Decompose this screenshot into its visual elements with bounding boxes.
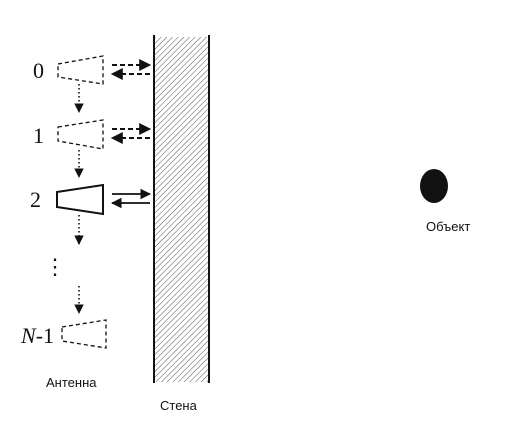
antenna-0-label: 0: [33, 58, 44, 83]
antenna-2: 2: [30, 183, 152, 216]
antenna-2-label: 2: [30, 187, 41, 212]
antenna-ellipsis: ⋮: [44, 254, 66, 279]
object-caption: Объект: [426, 219, 470, 234]
antenna-0: 0: [33, 55, 152, 85]
antenna-caption: Антенна: [46, 375, 97, 390]
antenna-last-horn-icon: [61, 319, 107, 349]
antenna-last: N-1: [20, 319, 107, 349]
antenna-last-label-var: N: [20, 323, 37, 348]
target-object: [420, 169, 448, 203]
antenna-0-horn-icon: [57, 55, 104, 85]
antenna-1: 1: [33, 119, 152, 150]
wall: [153, 35, 210, 383]
wall-hatch: [154, 37, 209, 382]
antenna-2-horn-icon: [56, 183, 104, 216]
antenna-1-label: 1: [33, 123, 44, 148]
antenna-last-label: N-1: [20, 323, 54, 348]
wall-caption: Стена: [160, 398, 198, 413]
antenna-1-horn-icon: [57, 119, 104, 150]
antenna-last-label-suffix: -1: [36, 323, 54, 348]
